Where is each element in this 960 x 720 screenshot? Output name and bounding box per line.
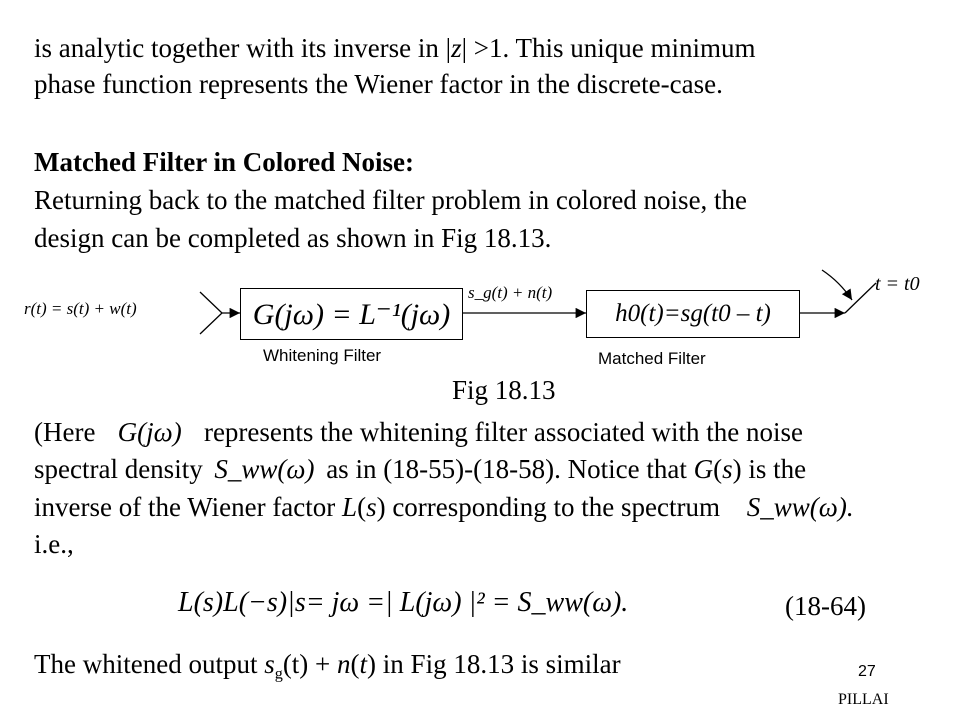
text-segment: | >1. This unique minimum	[461, 33, 756, 63]
section-title: Matched Filter in Colored Noise:	[34, 147, 414, 177]
whitening-filter-caption: Whitening Filter	[263, 346, 382, 365]
subscript-g: g	[274, 664, 283, 683]
math-G-jomega: G(jω)	[117, 417, 182, 447]
author-name: PILLAI	[838, 691, 889, 708]
text-segment: is the	[748, 454, 807, 484]
math-G: G	[693, 454, 714, 484]
matched-filter-box: h0(t)=sg(t0 – t)	[586, 290, 800, 338]
text-segment: (t) +	[282, 649, 331, 679]
text-segment: as in (18-55)-(18-58). Notice that	[326, 454, 687, 484]
whitening-filter-box: G(jω) = L⁻¹(jω)	[240, 288, 463, 340]
equation-number: (18-64)	[785, 591, 866, 621]
text-segment: corresponding to the spectrum	[392, 492, 720, 522]
text-segment: spectral density	[34, 454, 203, 484]
input-chevron	[199, 291, 223, 335]
math-n: n	[337, 649, 351, 679]
math-S-ww-omega-2: S_ww(ω).	[746, 492, 854, 522]
sampling-time-label: t = t0	[875, 273, 920, 295]
sampler-switch-arm	[844, 282, 877, 314]
text-segment: in Fig 18.13 is similar	[382, 649, 621, 679]
paragraph-2-line-2: design can be completed as shown in Fig …	[34, 223, 552, 253]
math-S-ww-omega: S_ww(ω)	[214, 454, 315, 484]
last-line: The whitened output sg(t) + n(t) in Fig …	[34, 649, 621, 683]
text-segment: The whitened output	[34, 649, 258, 679]
equation-18-64: L(s)L(−s)|s= jω =| L(jω) |² = S_ww(ω).	[178, 587, 629, 618]
paragraph-3-line-1: (Here G(jω) represents the whitening fil…	[34, 414, 803, 451]
whitened-signal-label: s_g(t) + n(t)	[468, 283, 553, 302]
paragraph-1-line-1: is analytic together with its inverse in…	[34, 30, 755, 67]
paragraph-3-line-4: i.e.,	[34, 529, 74, 559]
math-s: s	[722, 454, 733, 484]
matched-filter-impulse-response: h0(t)=sg(t0 – t)	[615, 300, 771, 327]
paragraph-2-line-1: Returning back to the matched filter pro…	[34, 185, 748, 215]
text-segment: (Here	[34, 417, 96, 447]
paragraph-1-line-2: phase function represents the Wiener fac…	[34, 69, 723, 99]
math-z: z	[451, 33, 462, 63]
text-segment: inverse of the Wiener factor	[34, 492, 336, 522]
whitening-filter-equation: G(jω) = L⁻¹(jω)	[252, 297, 451, 331]
text-segment: represents the whitening filter associat…	[203, 417, 804, 447]
sampler-rotation-arrow	[821, 269, 853, 301]
paragraph-3-line-3: inverse of the Wiener factor L(s) corres…	[34, 489, 854, 526]
math-s: s	[366, 492, 377, 522]
text-segment: is analytic together with its inverse in…	[34, 33, 452, 63]
math-s: s	[264, 649, 275, 679]
math-L: L	[342, 492, 358, 522]
input-signal-label: r(t) = s(t) + w(t)	[24, 299, 137, 318]
matched-filter-caption: Matched Filter	[598, 349, 706, 368]
paragraph-3-line-2: spectral density S_ww(ω) as in (18-55)-(…	[34, 451, 806, 488]
math-t: t	[359, 649, 368, 679]
figure-caption: Fig 18.13	[452, 375, 556, 405]
page-number: 27	[858, 663, 876, 680]
